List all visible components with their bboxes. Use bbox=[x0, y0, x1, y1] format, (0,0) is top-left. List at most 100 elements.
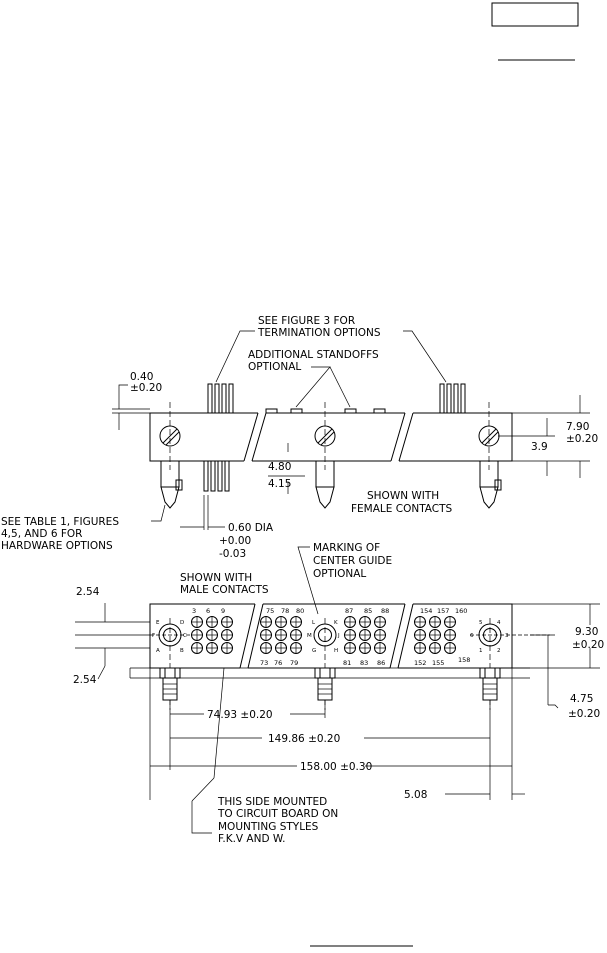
contact-hole bbox=[414, 629, 426, 641]
contact-hole bbox=[444, 642, 456, 654]
callout-termination-line2: TERMINATION OPTIONS bbox=[257, 327, 381, 339]
guide-letter: M bbox=[307, 633, 312, 639]
guide-letter: 1 bbox=[479, 648, 483, 654]
guide-letter: 6 bbox=[470, 633, 474, 639]
dim-4-15: 4.15 bbox=[268, 478, 291, 490]
dim-7-90: 7.90 bbox=[566, 421, 589, 433]
contact-number: 88 bbox=[381, 607, 389, 615]
contact-number: 79 bbox=[290, 659, 298, 667]
see-table-line2: 4,5, AND 6 FOR bbox=[1, 528, 82, 540]
contact-hole bbox=[206, 616, 218, 628]
contact-number: 83 bbox=[360, 659, 368, 667]
contact-hole bbox=[260, 629, 272, 641]
header-box bbox=[491, 2, 579, 27]
contact-number: 157 bbox=[437, 607, 449, 615]
contact-hole bbox=[374, 616, 386, 628]
guide-letter: G bbox=[312, 648, 316, 654]
contact-hole bbox=[359, 616, 371, 628]
guide-screw-left bbox=[159, 402, 181, 470]
contact-hole bbox=[374, 629, 386, 641]
guide-letter: L bbox=[312, 620, 316, 626]
guide-letter: C bbox=[183, 633, 187, 639]
contact-grid bbox=[191, 616, 456, 654]
guide-letter: 5 bbox=[479, 620, 483, 626]
contact-hole bbox=[414, 642, 426, 654]
dim-149-86: 149.86 ±0.20 bbox=[268, 733, 340, 745]
guide-letter: 2 bbox=[497, 648, 501, 654]
contact-number: 85 bbox=[364, 607, 372, 615]
guide-letter: 3 bbox=[505, 633, 509, 639]
dim-0-60-dia: 0.60 DIA bbox=[228, 522, 274, 534]
guide-letter: H bbox=[334, 648, 338, 654]
contact-number: 76 bbox=[274, 659, 282, 667]
contact-hole bbox=[344, 629, 356, 641]
contact-hole bbox=[275, 629, 287, 641]
body-right bbox=[399, 412, 513, 462]
contact-hole bbox=[359, 629, 371, 641]
contact-hole bbox=[191, 616, 203, 628]
contact-hole bbox=[260, 616, 272, 628]
mounted-line2: TO CIRCUIT BOARD ON bbox=[217, 808, 338, 820]
contact-hole bbox=[221, 629, 233, 641]
contact-hole bbox=[206, 642, 218, 654]
dim-0-40: 0.40 bbox=[130, 371, 153, 383]
marking-line1: MARKING OF bbox=[313, 542, 380, 554]
contact-number: 155 bbox=[432, 659, 444, 667]
contact-hole bbox=[206, 629, 218, 641]
contact-hole bbox=[444, 616, 456, 628]
dim-2-54-bottom: 2.54 bbox=[73, 674, 97, 686]
dim-4-75: 4.75 bbox=[570, 693, 593, 705]
body-left bbox=[149, 412, 258, 462]
contact-hole bbox=[290, 642, 302, 654]
contact-number: 86 bbox=[377, 659, 385, 667]
guide-pin-left bbox=[160, 460, 183, 509]
contact-hole bbox=[359, 642, 371, 654]
callout-termination-line1: SEE FIGURE 3 FOR bbox=[258, 315, 355, 327]
contact-hole bbox=[290, 629, 302, 641]
contact-number: 158 bbox=[458, 656, 470, 664]
dim-7-90-tol: ±0.20 bbox=[566, 433, 598, 445]
mounting-hardware-left bbox=[159, 667, 181, 701]
shown-female-line1: SHOWN WITH bbox=[367, 490, 439, 502]
top-view: SEE FIGURE 3 FOR TERMINATION OPTIONS ADD… bbox=[1, 315, 598, 560]
contact-number: 6 bbox=[206, 607, 210, 615]
dim-3-9: 3.9 bbox=[531, 441, 548, 453]
mounting-hardware-center bbox=[314, 667, 336, 701]
contact-hole bbox=[429, 629, 441, 641]
guide-screw-right bbox=[478, 402, 500, 470]
dim-0-60-minus: -0.03 bbox=[219, 548, 246, 560]
mounted-line4: F.K.V AND W. bbox=[218, 833, 285, 845]
contact-hole bbox=[191, 629, 203, 641]
dim-4-75-tol: ±0.20 bbox=[568, 708, 600, 720]
contact-number: 3 bbox=[192, 607, 196, 615]
shown-male-line2: MALE CONTACTS bbox=[180, 584, 269, 596]
dim-9-30-tol: ±0.20 bbox=[572, 639, 604, 651]
marking-line3: OPTIONAL bbox=[313, 568, 366, 580]
contact-number: 87 bbox=[345, 607, 353, 615]
contact-hole bbox=[344, 616, 356, 628]
guide-letter: B bbox=[180, 648, 184, 654]
front-view: E D F C A B L K M J G H 5 4 6 3 1 2 3 6 … bbox=[73, 542, 604, 845]
see-table-line3: HARDWARE OPTIONS bbox=[1, 540, 113, 552]
guide-letter: F bbox=[152, 633, 155, 639]
dim-4-80: 4.80 bbox=[268, 461, 291, 473]
contact-hole bbox=[275, 616, 287, 628]
guide-letter: D bbox=[180, 620, 184, 626]
marking-line2: CENTER GUIDE bbox=[313, 555, 392, 567]
front-guide-right bbox=[470, 618, 550, 710]
guide-pin-right bbox=[479, 460, 502, 509]
shown-female-line2: FEMALE CONTACTS bbox=[351, 503, 453, 515]
termination-pins-right bbox=[439, 383, 466, 414]
dim-0-40-tol: ±0.20 bbox=[130, 382, 162, 394]
guide-screw-center bbox=[314, 402, 336, 470]
dim-0-60-plus: +0.00 bbox=[219, 535, 251, 547]
contact-hole bbox=[221, 642, 233, 654]
dim-74-93: 74.93 ±0.20 bbox=[207, 709, 273, 721]
contact-number: 152 bbox=[414, 659, 426, 667]
guide-letter: K bbox=[334, 620, 338, 626]
see-table-line1: SEE TABLE 1, FIGURES bbox=[1, 516, 119, 528]
contact-hole bbox=[275, 642, 287, 654]
mounted-line1: THIS SIDE MOUNTED bbox=[217, 796, 327, 808]
contact-number: 75 bbox=[266, 607, 274, 615]
